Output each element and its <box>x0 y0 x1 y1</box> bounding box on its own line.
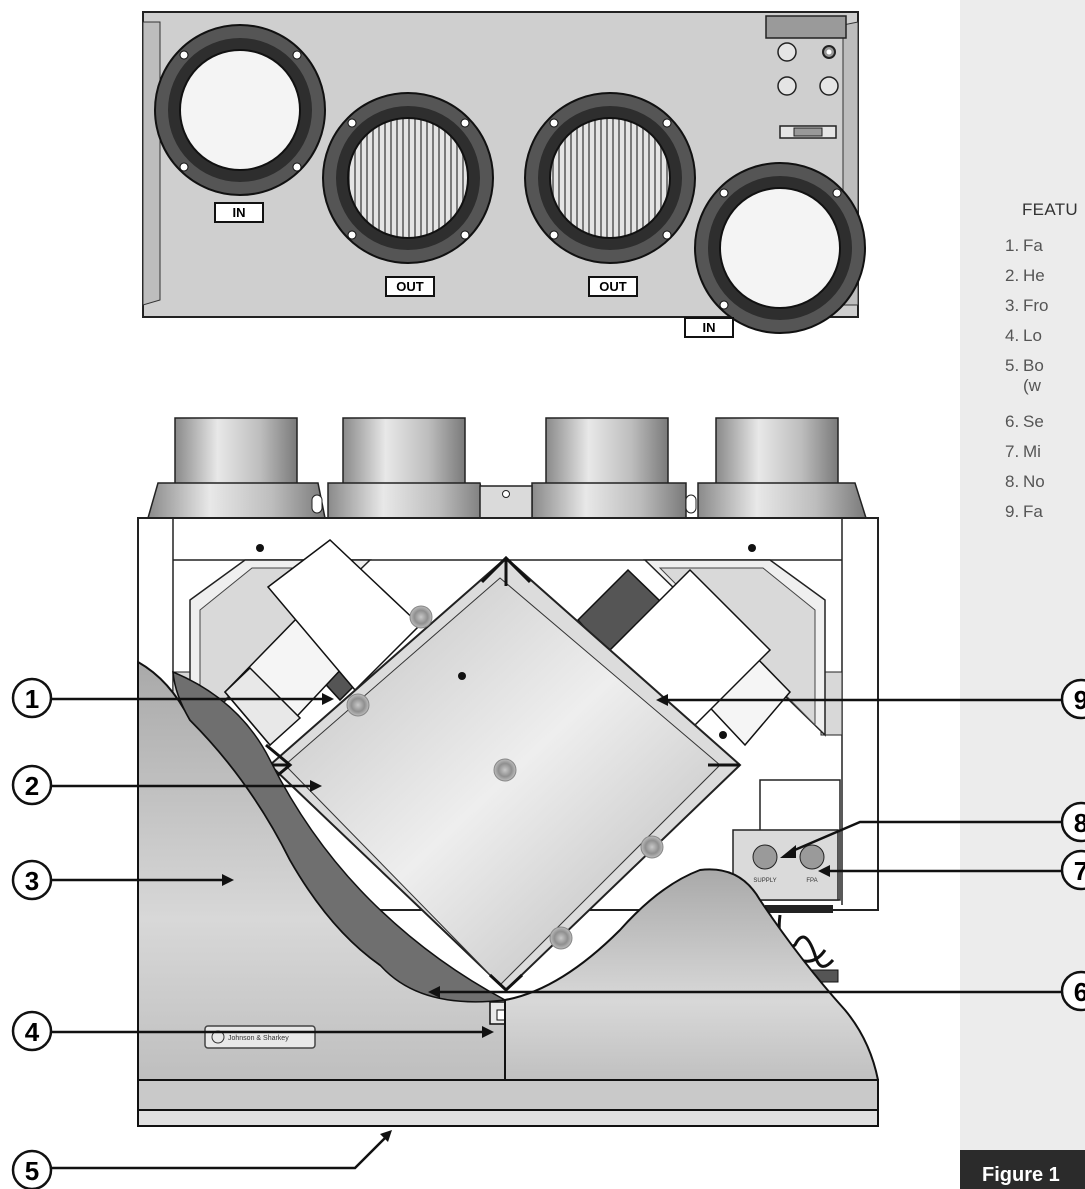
features-title: FEATU <box>1022 200 1078 219</box>
duct-label: OUT <box>396 279 424 294</box>
callout-8: 8 <box>1074 808 1085 838</box>
control-label: SUPPLY <box>753 878 776 884</box>
callout-1: 1 <box>25 684 39 714</box>
brand-logo-text: Johnson & Sharkey <box>228 1035 289 1042</box>
feature-item: 5.Bo(w <box>1005 356 1085 412</box>
duct-label: IN <box>233 205 246 220</box>
front-door-right <box>504 868 879 1091</box>
callout-5: 5 <box>25 1156 39 1186</box>
duct-out-left <box>322 92 494 264</box>
feature-number: 9. <box>1005 502 1020 521</box>
callout-7: 7 <box>1074 856 1085 886</box>
callout-9: 9 <box>1074 685 1085 715</box>
feature-text: Bo <box>1023 356 1044 375</box>
feature-number: 7. <box>1005 442 1020 461</box>
figure-caption: Figure 1 <box>960 1150 1085 1189</box>
feature-text: No <box>1023 472 1045 491</box>
top-view: IN OUT OUT IN <box>142 11 866 338</box>
port-icon <box>819 76 839 96</box>
feature-item: 8.No <box>1005 472 1085 502</box>
base-pan <box>137 1079 879 1111</box>
feature-item: 1.Fa <box>1005 236 1085 266</box>
feature-item: 6.Se <box>1005 412 1085 442</box>
feature-number: 8. <box>1005 472 1020 491</box>
callouts: 1 2 3 4 5 6 7 8 <box>11 677 1085 1189</box>
feature-text-continued: (w <box>1023 376 1041 395</box>
control-label: FPA <box>806 878 817 884</box>
feature-text: Fro <box>1023 296 1049 315</box>
duct-out-right <box>524 92 696 264</box>
feature-text: Lo <box>1023 326 1042 345</box>
duct-in-right <box>694 162 866 334</box>
feature-number: 1. <box>1005 236 1020 255</box>
feature-item: 3.Fro <box>1005 296 1085 326</box>
features-sidebar <box>960 0 1085 1150</box>
feature-item: 9.Fa <box>1005 502 1085 532</box>
feature-number: 2. <box>1005 266 1020 285</box>
feature-text: He <box>1023 266 1045 285</box>
feature-item: 4.Lo <box>1005 326 1085 356</box>
front-door: Johnson & Sharkey <box>137 660 521 1091</box>
callout-6: 6 <box>1074 977 1085 1007</box>
feature-text: Fa <box>1023 502 1043 521</box>
feature-item: 7.Mi <box>1005 442 1085 472</box>
top-label-plate <box>765 15 847 39</box>
port-icon <box>777 76 797 96</box>
feature-text: Se <box>1023 412 1044 431</box>
feature-number: 6. <box>1005 412 1020 431</box>
callout-2: 2 <box>25 771 39 801</box>
feature-number: 4. <box>1005 326 1020 345</box>
feature-text: Fa <box>1023 236 1043 255</box>
feature-number: 3. <box>1005 296 1020 315</box>
duct-in-left <box>154 24 326 196</box>
port-icon <box>777 42 797 62</box>
duct-label: IN <box>703 320 716 335</box>
heat-recovery-core <box>255 555 742 993</box>
front-view: SUPPLY FPA Johnson & Sharkey <box>137 417 879 1127</box>
bottom-support <box>137 1109 879 1127</box>
duct-label: OUT <box>599 279 627 294</box>
feature-item: 2.He <box>1005 266 1085 296</box>
callout-4: 4 <box>25 1017 40 1047</box>
feature-number: 5. <box>1005 356 1020 375</box>
feature-text: Mi <box>1023 442 1041 461</box>
duct-collars <box>147 417 868 519</box>
callout-3: 3 <box>25 866 39 896</box>
